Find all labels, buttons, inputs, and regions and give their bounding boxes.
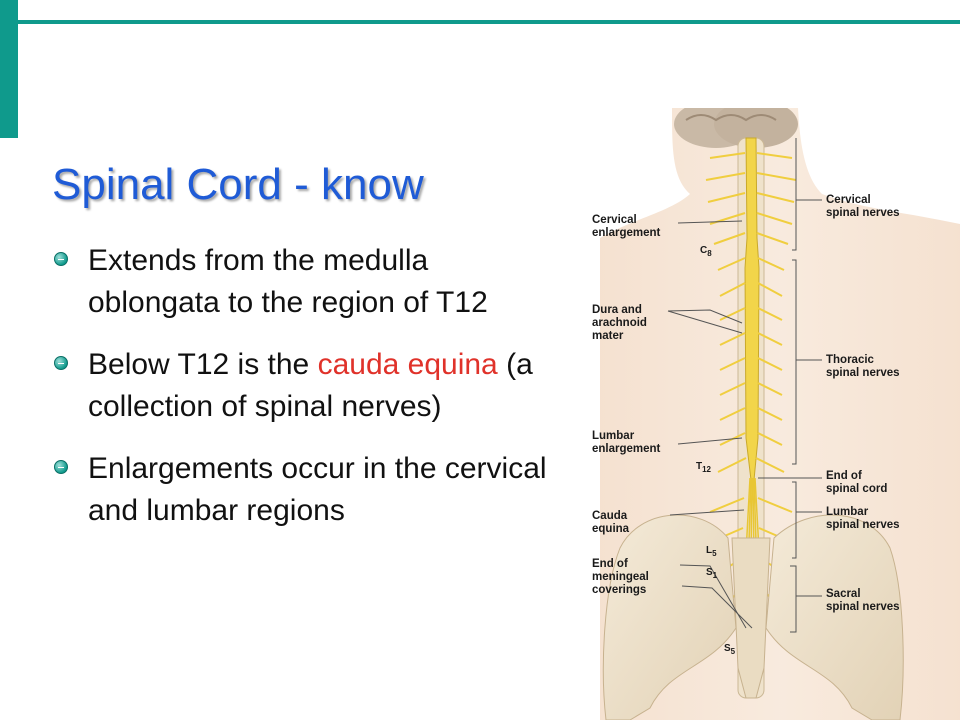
label-cervical-spinal-nerves: Cervical spinal nerves <box>826 194 900 219</box>
bullet-text-pre: Below T12 is the <box>88 348 318 381</box>
label-cauda-equina: Cauda equina <box>592 510 630 535</box>
segment-s5: S5 <box>724 643 736 656</box>
accent-bar-vertical <box>0 0 18 138</box>
spinal-cord-figure: Cervical enlargement Dura and arachnoid … <box>560 100 960 721</box>
bullet-text-post: (a collection of spinal nerves) <box>88 348 533 423</box>
accent-line-horizontal <box>18 20 960 24</box>
bullet-item: Enlargements occur in the cervical and l… <box>52 448 552 532</box>
bullet-text: Enlargements occur in the cervical and l… <box>88 452 547 527</box>
bullet-icon <box>54 460 68 474</box>
label-sacral-spinal-nerves: Sacral spinal nerves <box>826 588 900 613</box>
segment-l5: L5 <box>706 545 717 558</box>
segment-t12: T12 <box>696 461 712 474</box>
label-thoracic-spinal-nerves: Thoracic spinal nerves <box>826 354 900 379</box>
label-dura-arachnoid: Dura and arachnoid mater <box>592 304 647 342</box>
bullet-icon <box>54 252 68 266</box>
label-lumbar-spinal-nerves: Lumbar spinal nerves <box>826 506 900 531</box>
spinal-cord-illustration <box>600 100 960 721</box>
label-lumbar-enlargement: Lumbar enlargement <box>592 430 661 455</box>
label-end-of-spinal-cord: End of spinal cord <box>826 470 888 495</box>
bullet-text: Extends from the medulla oblongata to th… <box>88 244 488 319</box>
segment-c8: C8 <box>700 245 712 258</box>
bullet-list: Extends from the medulla oblongata to th… <box>52 240 552 552</box>
segment-s1: S1 <box>706 567 718 580</box>
label-cervical-enlargement: Cervical enlargement <box>592 214 661 239</box>
bullet-highlight: cauda equina <box>317 348 498 381</box>
bullet-item: Extends from the medulla oblongata to th… <box>52 240 552 324</box>
bullet-item: Below T12 is the cauda equina (a collect… <box>52 344 552 428</box>
slide-title: Spinal Cord - know <box>52 160 424 209</box>
label-end-meningeal-coverings: End of meningeal coverings <box>592 558 649 596</box>
bullet-icon <box>54 356 68 370</box>
